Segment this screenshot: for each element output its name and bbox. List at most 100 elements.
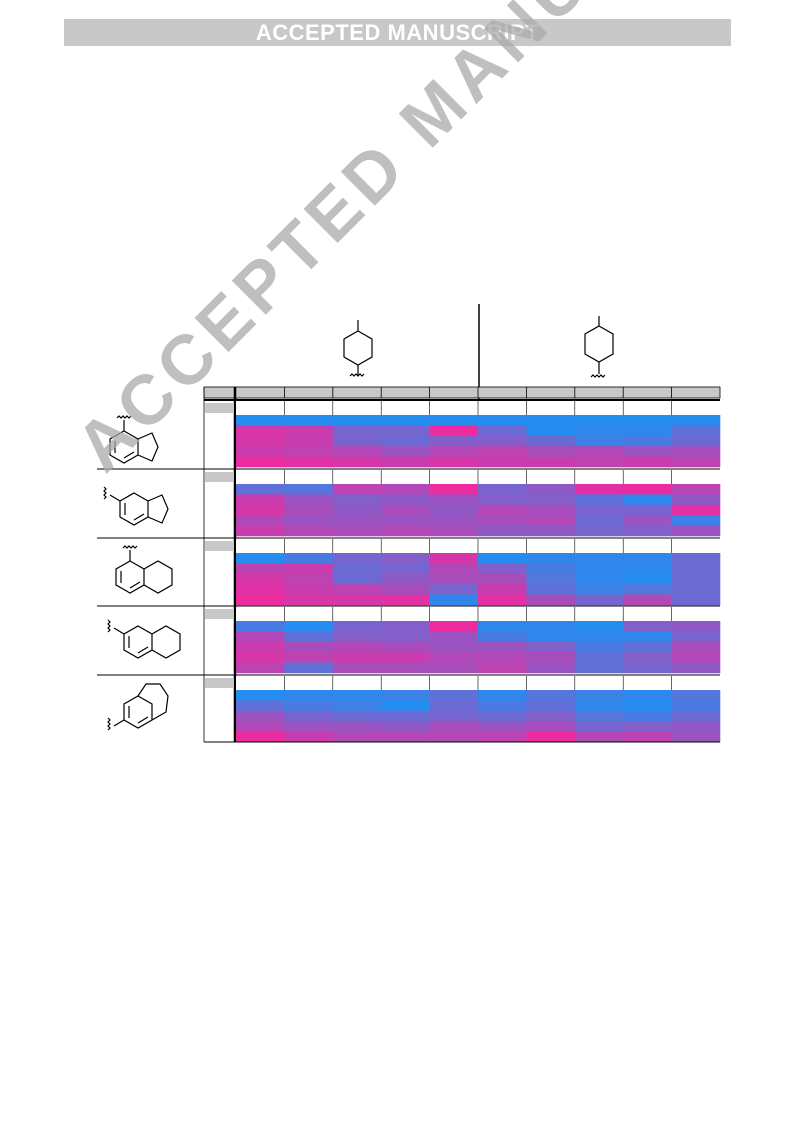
heatmap-cell [623, 494, 672, 506]
heatmap-cell [284, 652, 334, 663]
heatmap-cell [526, 700, 576, 712]
heatmap-cell [671, 515, 721, 526]
heatmap-cell [381, 731, 430, 743]
heatmap-cell [623, 525, 672, 537]
heatmap-cell [671, 484, 721, 495]
heatmap-cell [332, 631, 382, 643]
heatmap-cell [623, 446, 672, 457]
heatmap-cell [332, 731, 382, 743]
heatmap-cell [623, 553, 672, 564]
accepted-manuscript-banner: ACCEPTED MANUSCRIPT [64, 19, 731, 46]
heatmap-cell [526, 621, 576, 632]
heatmap-cell [236, 700, 285, 712]
heatmap-cell [381, 484, 430, 495]
heatmap-cell [574, 563, 624, 575]
piperidine-icon [343, 320, 373, 377]
heatmap-cell [429, 553, 479, 564]
heatmap-cell [284, 573, 334, 585]
heatmap-cell [236, 641, 285, 653]
heatmap-cell [574, 415, 624, 426]
heatmap-cell [381, 515, 430, 526]
heatmap-cell [671, 621, 721, 632]
heatmap-cell [381, 425, 430, 437]
heatmap-cell [478, 494, 527, 506]
heatmap-cell [623, 435, 672, 447]
heatmap-cell [429, 584, 479, 595]
heatmap-cell [236, 504, 285, 516]
heatmap-cell [671, 594, 721, 606]
heatmap-cell [623, 710, 672, 722]
heatmap-cell [429, 690, 479, 701]
heatmap-cell [236, 573, 285, 585]
heatmap-cell [332, 563, 382, 575]
heatmap-cell [381, 504, 430, 516]
heatmap-cell [332, 446, 382, 457]
heatmap-cell [236, 584, 285, 595]
heatmap-cell [671, 652, 721, 663]
heatmap-cell [284, 446, 334, 457]
heatmap-cell [429, 652, 479, 663]
heatmap-grid [205, 401, 721, 743]
heatmap-cell [671, 631, 721, 643]
heatmap-cell [671, 721, 721, 732]
heatmap-cell [236, 446, 285, 457]
heatmap-cell [236, 515, 285, 526]
heatmap-cell [526, 721, 576, 732]
tetralin-6-yl-icon [107, 619, 181, 659]
heatmap-cell [429, 456, 479, 468]
heatmap-cell [574, 553, 624, 564]
heatmap-cell [429, 415, 479, 426]
heatmap-cell [284, 641, 334, 653]
heatmap-cell [526, 435, 576, 447]
heatmap-cell [332, 710, 382, 722]
heatmap-cell [429, 731, 479, 743]
heatmap-cell [429, 525, 479, 537]
heatmap-cell [478, 415, 527, 426]
heatmap-cell [381, 456, 430, 468]
heatmap-cell [236, 662, 285, 674]
heatmap-cell [284, 731, 334, 743]
heatmap-cell [381, 525, 430, 537]
heatmap-cell [332, 435, 382, 447]
heatmap-cell [623, 573, 672, 585]
heatmap-cell [623, 563, 672, 575]
heatmap-cell [284, 515, 334, 526]
heatmap-cell [381, 710, 430, 722]
heatmap-cell [671, 731, 721, 743]
heatmap-cell [623, 504, 672, 516]
heatmap-cell [526, 731, 576, 743]
heatmap-cell [574, 652, 624, 663]
group-label-tab [205, 472, 234, 482]
heatmap-cell [623, 652, 672, 663]
heatmap-cell [429, 435, 479, 447]
heatmap-cell [429, 721, 479, 732]
heatmap-cell [526, 652, 576, 663]
heatmap-cell [381, 573, 430, 585]
heatmap-cell [381, 721, 430, 732]
heatmap-cell [526, 456, 576, 468]
heatmap-cell [526, 584, 576, 595]
heatmap-cell [526, 631, 576, 643]
heatmap-cell [574, 456, 624, 468]
heatmap-cell [429, 446, 479, 457]
heatmap-cell [429, 484, 479, 495]
heatmap-cell [526, 525, 576, 537]
heatmap-cell [236, 456, 285, 468]
column-header-bar [203, 386, 721, 399]
heatmap-cell [623, 700, 672, 712]
indane-5-yl-icon [103, 486, 169, 526]
heatmap-cell [478, 652, 527, 663]
heatmap-cell [284, 662, 334, 674]
heatmap-cell [526, 446, 576, 457]
heatmap-cell [236, 721, 285, 732]
heatmap-cell [526, 662, 576, 674]
heatmap-cell [332, 456, 382, 468]
heatmap-cell [671, 563, 721, 575]
heatmap-cell [574, 662, 624, 674]
heatmap-cell [236, 435, 285, 447]
heatmap-cell [429, 594, 479, 606]
heatmap-cell [236, 710, 285, 722]
heatmap-cell [381, 631, 430, 643]
heatmap-cell [623, 584, 672, 595]
